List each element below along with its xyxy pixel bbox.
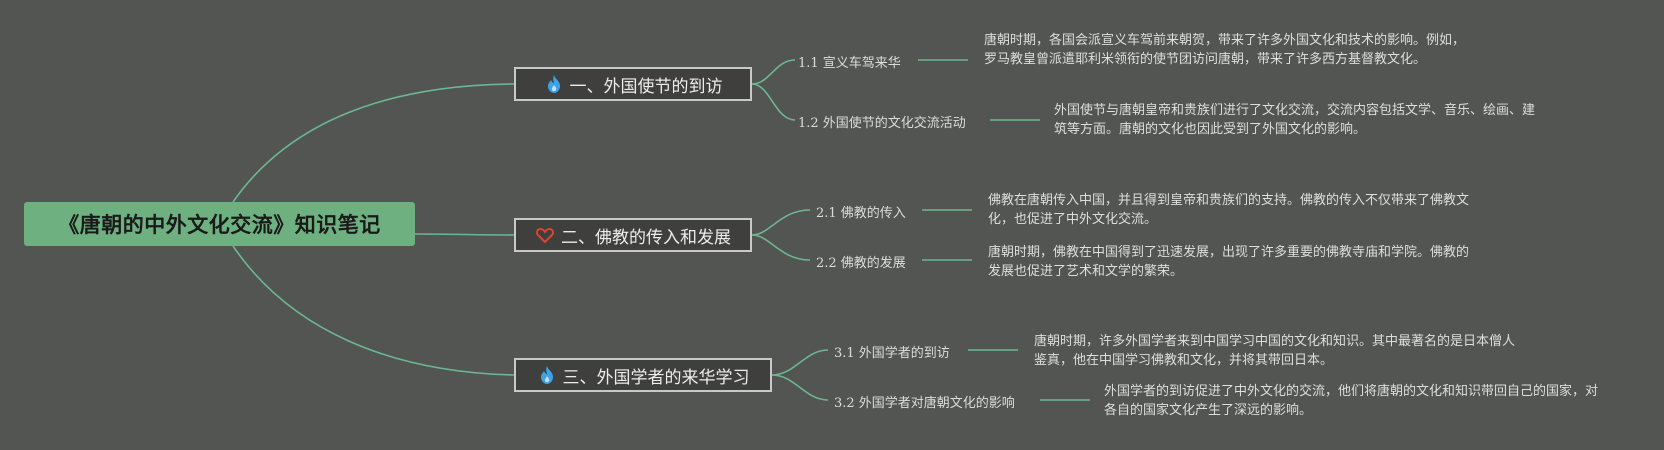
topic-1-1[interactable]: 1.1 宣义车驾来华 [798, 56, 901, 71]
connector-root-branch-2 [414, 233, 515, 236]
fire-icon [537, 365, 557, 385]
topic-2-1-description: 佛教在唐朝传入中国，并且得到皇帝和贵族们的支持。佛教的传入不仅带来了佛教文化，也… [988, 193, 1470, 227]
connector-branch-2-topic-1 [751, 209, 811, 236]
heart-icon [535, 225, 555, 245]
branch-label: 二、佛教的传入和发展 [561, 227, 731, 248]
topic-2-2[interactable]: 2.2 佛教的发展 [816, 256, 906, 271]
branch-foreign-envoys[interactable]: 一、外国使节的到访 [514, 67, 752, 101]
connector-branch-1-topic-1 [751, 59, 796, 85]
branch-foreign-scholars[interactable]: 三、外国学者的来华学习 [514, 358, 772, 392]
topic-3-1-description: 唐朝时期，许多外国学者来到中国学习中国的文化和知识。其中最著名的是日本僧人鉴真，… [1034, 334, 1516, 368]
root-topic[interactable]: 《唐朝的中外文化交流》知识笔记 [24, 202, 415, 246]
topic-3-2[interactable]: 3.2 外国学者对唐朝文化的影响 [834, 396, 1015, 411]
connector-root-branch-3 [232, 245, 515, 376]
connector-root-branch-1 [232, 83, 515, 203]
topic-3-2-description: 外国学者的到访促进了中外文化的交流，他们将唐朝的文化和知识带回自己的国家，对各自… [1104, 384, 1599, 418]
fire-icon [544, 74, 564, 94]
topic-1-2[interactable]: 1.2 外国使节的文化交流活动 [798, 116, 966, 131]
branch-label: 三、外国学者的来华学习 [562, 367, 750, 388]
branch-label: 一、外国使节的到访 [569, 76, 723, 97]
connector-branch-1-topic-2 [751, 83, 796, 121]
connector-branch-3-topic-1 [771, 349, 829, 376]
topic-1-2-description: 外国使节与唐朝皇帝和贵族们进行了文化交流，交流内容包括文学、音乐、绘画、建筑等方… [1054, 103, 1536, 137]
branch-buddhism[interactable]: 二、佛教的传入和发展 [514, 218, 752, 252]
topic-2-2-description: 唐朝时期，佛教在中国得到了迅速发展，出现了许多重要的佛教寺庙和学院。佛教的发展也… [988, 245, 1470, 279]
topic-2-1[interactable]: 2.1 佛教的传入 [816, 206, 906, 221]
connector-branch-2-topic-2 [751, 234, 811, 261]
topic-3-1[interactable]: 3.1 外国学者的到访 [834, 346, 950, 361]
connector-branch-3-topic-2 [771, 374, 829, 401]
topic-1-1-description: 唐朝时期，各国会派宣义车驾前来朝贺，带来了许多外国文化和技术的影响。例如，罗马教… [984, 33, 1466, 67]
